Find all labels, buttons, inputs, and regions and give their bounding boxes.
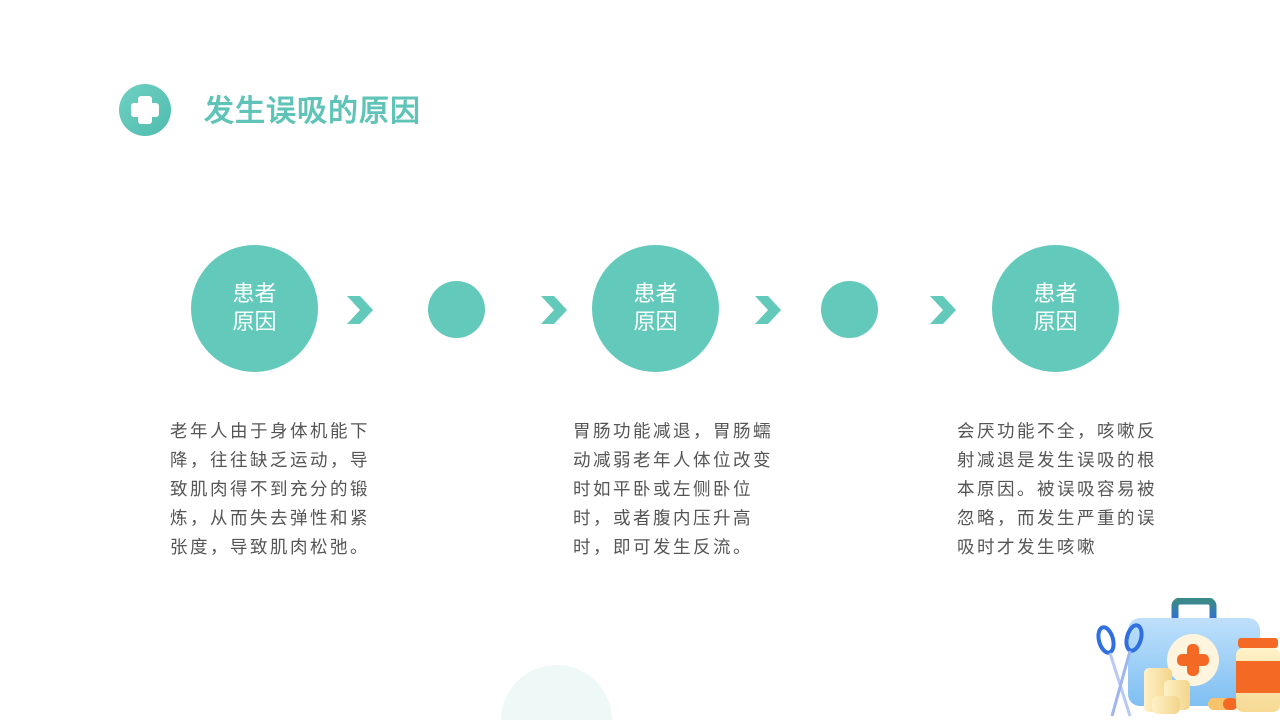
chevron-right-icon: [755, 296, 781, 324]
step-label-line1: 患者: [633, 281, 678, 307]
step-label-line2: 原因: [232, 309, 277, 335]
step-label-line2: 原因: [633, 309, 678, 335]
step-label-line2: 原因: [1033, 309, 1078, 335]
chevron-right-icon: [541, 296, 567, 324]
description-2: 胃肠功能减退，胃肠蠕动减弱老年人体位改变时如平卧或左侧卧位时，或者腹内压升高时，…: [573, 422, 773, 558]
step-dot-2: [821, 281, 878, 338]
step-circle-2: 患者原因: [592, 245, 719, 372]
step-circle-3: 患者原因: [992, 245, 1119, 372]
step-circle-1: 患者原因: [191, 245, 318, 372]
description-3: 会厌功能不全，咳嗽反射减退是发生误吸的根本原因。被误吸容易被忽略，而发生严重的误…: [957, 422, 1157, 558]
step-label-line1: 患者: [232, 281, 277, 307]
step-label-line1: 患者: [1033, 281, 1078, 307]
chevron-right-icon: [930, 296, 956, 324]
step-dot-1: [428, 281, 485, 338]
medical-cross-icon: [119, 84, 171, 136]
page-title: 发生误吸的原因: [204, 94, 421, 129]
first-aid-kit-illustration: [1096, 598, 1280, 717]
chevron-right-icon: [347, 296, 373, 324]
description-1: 老年人由于身体机能下降，往往缺乏运动，导致肌肉得不到充分的锻炼，从而失去弹性和紧…: [170, 422, 370, 558]
decorative-semicircle: [501, 665, 612, 720]
